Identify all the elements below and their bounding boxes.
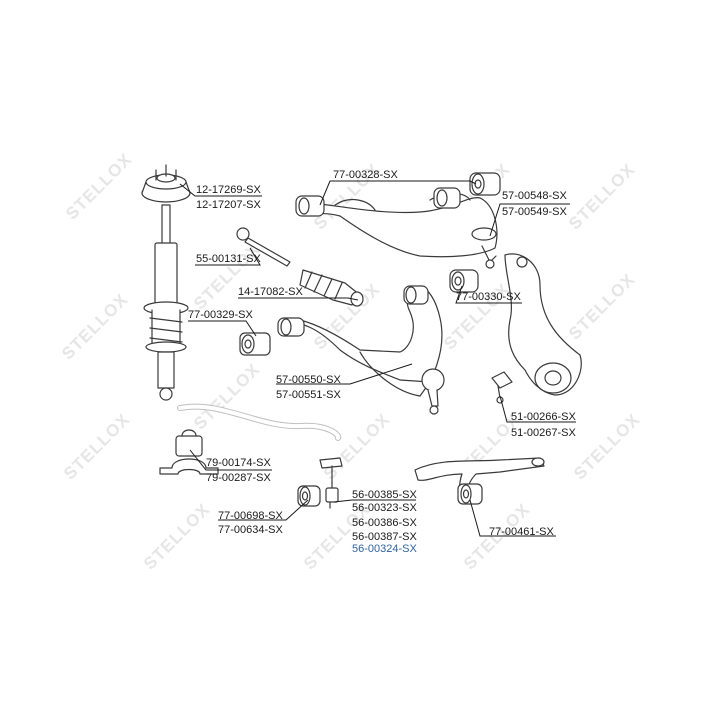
- label-link-3[interactable]: 56-00386-SX: [352, 517, 417, 529]
- leader-upper-arm: [489, 203, 570, 237]
- label-bushing-small-a[interactable]: 77-00698-SX: [218, 510, 283, 522]
- label-link-4[interactable]: 56-00387-SX: [352, 531, 417, 543]
- leader-boot: [238, 297, 359, 301]
- label-top-mount-a[interactable]: 12-17269-SX: [196, 184, 261, 196]
- label-ball-joint-b[interactable]: 51-00267-SX: [511, 427, 576, 439]
- leader-top-mount: [179, 183, 262, 197]
- leader-tie-rod: [195, 247, 261, 266]
- label-upper-arm-a[interactable]: 57-00548-SX: [502, 190, 567, 202]
- label-bushing-upper-rear[interactable]: 77-00330-SX: [456, 291, 521, 303]
- label-lower-arm-a[interactable]: 57-00550-SX: [276, 374, 341, 386]
- label-link-1[interactable]: 56-00385-SX: [352, 489, 417, 501]
- bushing-upper-rear-part: [449, 269, 479, 293]
- label-bushing-lower-arm[interactable]: 77-00329-SX: [188, 309, 253, 321]
- rear-control-arm-part: [414, 457, 545, 505]
- stabilizer-bushing-part: [159, 429, 219, 475]
- leader-bushing-upper-rear: [455, 285, 522, 304]
- label-stab-bushing-a[interactable]: 79-00174-SX: [206, 457, 271, 469]
- label-bushing-small-b[interactable]: 77-00634-SX: [218, 524, 283, 536]
- label-top-mount-b[interactable]: 12-17207-SX: [196, 199, 261, 211]
- lower-control-arm-part: [277, 285, 445, 415]
- leader-rear-arm: [469, 499, 556, 537]
- label-ball-joint-a[interactable]: 51-00266-SX: [511, 411, 576, 423]
- leader-upper-arm-bushing: [319, 180, 477, 206]
- leader-stab-bushing: [189, 449, 272, 471]
- label-upper-arm-b[interactable]: 57-00549-SX: [502, 206, 567, 218]
- leader-ball-joint: [499, 395, 576, 423]
- upper-control-arm-part: [295, 187, 498, 269]
- tie-rod-part: [236, 227, 291, 267]
- label-stab-bushing-b[interactable]: 79-00287-SX: [206, 472, 271, 484]
- stabilizer-bar-part: [177, 403, 342, 441]
- label-rear-arm-bushing[interactable]: 77-00461-SX: [489, 526, 554, 538]
- steering-boot-part: [299, 269, 364, 307]
- stabilizer-link-part: [319, 457, 343, 509]
- leader-small-bushing: [218, 499, 309, 521]
- bushing-small-part: [297, 485, 321, 507]
- label-tie-rod[interactable]: 55-00131-SX: [196, 253, 261, 265]
- steering-knuckle-part: [504, 253, 582, 396]
- leader-lower-arm: [276, 363, 413, 385]
- ball-joint-part: [491, 371, 513, 404]
- label-lower-arm-b[interactable]: 57-00551-SX: [276, 389, 341, 401]
- leader-bushing-lower: [188, 320, 257, 337]
- bushing-upper-arm-part: [469, 172, 501, 196]
- label-upper-arm-bushing[interactable]: 77-00328-SX: [333, 169, 398, 181]
- label-boot[interactable]: 14-17082-SX: [238, 286, 303, 298]
- label-link-2[interactable]: 56-00323-SX: [352, 502, 417, 514]
- strut-top-mount-part: [141, 164, 191, 203]
- shock-absorber-part: [143, 204, 189, 401]
- label-link-5[interactable]: 56-00324-SX: [352, 543, 417, 555]
- leader-lines: [179, 180, 576, 537]
- bushing-lower-arm-part: [239, 332, 271, 356]
- leader-link: [333, 499, 416, 503]
